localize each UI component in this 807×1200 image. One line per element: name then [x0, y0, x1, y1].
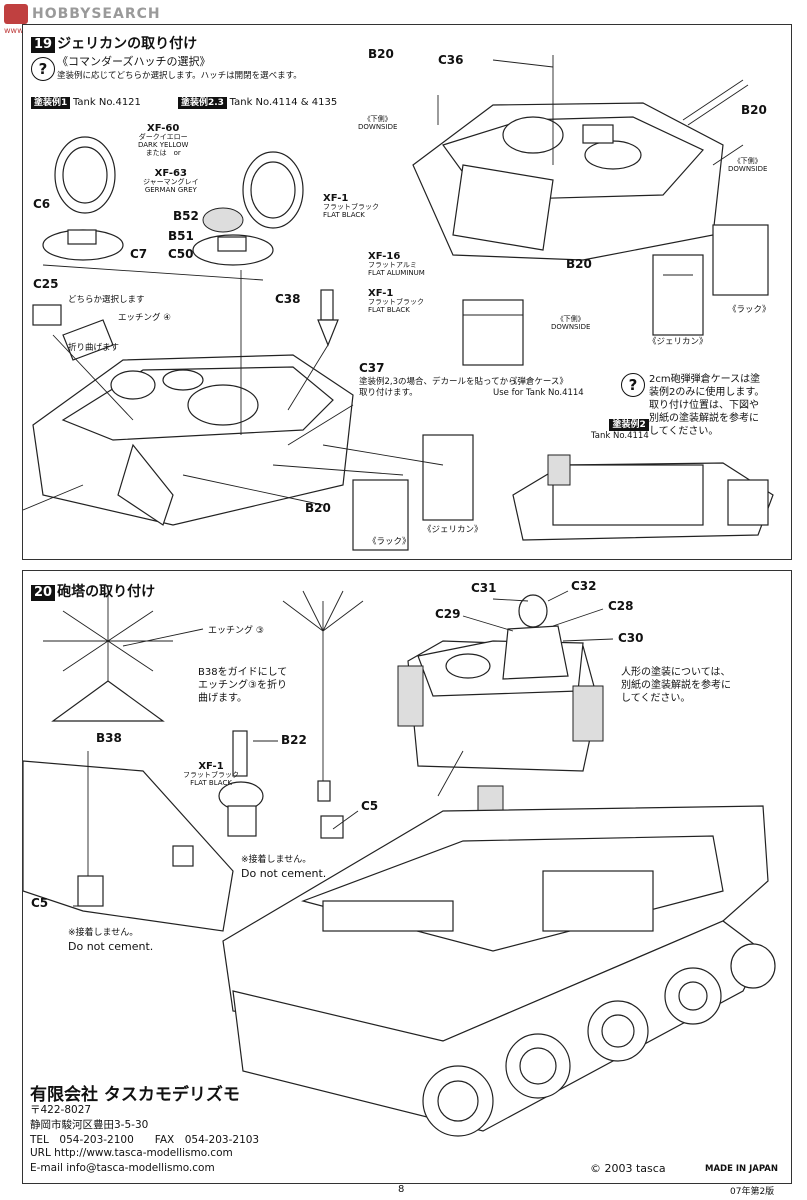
part-c30: C30 [618, 631, 644, 645]
part-b38: B38 [96, 731, 122, 745]
rack-label: 《ラック》 [728, 305, 771, 315]
website-link[interactable]: URL http://www.tasca-modellismo.com [30, 1147, 233, 1159]
step20-number: 20 [31, 585, 56, 601]
c25-choice: どちらか選択します [68, 295, 145, 305]
scheme1: 塗装例1 Tank No.4121 [31, 97, 141, 109]
rack-label-2: 《ラック》 [368, 537, 411, 547]
figure-note: 人形の塗装については、 別紙の塗装解説を参考に してください。 [621, 667, 731, 704]
watermark-text: HOBBYSEARCH [32, 6, 161, 22]
part-c32: C32 [571, 579, 597, 593]
part-b20-a: B20 [368, 47, 394, 61]
part-c6: C6 [33, 197, 51, 211]
part-c25: C25 [33, 277, 59, 291]
company-name: 有限会社 タスカモデリズモ [30, 1085, 240, 1105]
part-c7: C7 [130, 247, 148, 261]
part-c29: C29 [435, 607, 461, 621]
part-c38: C38 [275, 292, 301, 306]
part-c50: C50 [168, 247, 194, 261]
b38-note: B38をガイドにして エッチング③を折り 曲げます。 [198, 667, 288, 704]
paint-xf1a: XF-1 フラットブラック FLAT BLACK [323, 193, 379, 220]
edition: 07年第2版 [730, 1187, 775, 1197]
scheme1-tank: Tank No.4121 [72, 97, 141, 108]
step19-number: 19 [31, 37, 56, 53]
fold-note: 折り曲げます [68, 343, 120, 353]
part-b51: B51 [168, 229, 194, 243]
c37-note: 塗装例2,3の場合、デカールを貼ってから取り付けます。 [359, 377, 517, 398]
paint-xf16: XF-16 フラットアルミ FLAT ALUMINUM [368, 251, 425, 278]
ammo-info: 2cm砲弾弾倉ケースは塗 装例2のみに使用します。 取り付け位置は、下図や 別紙… [649, 374, 765, 437]
part-b20-b: B20 [741, 103, 767, 117]
downside-b: 《下側》DOWNSIDE [728, 157, 768, 173]
part-c36: C36 [438, 53, 464, 67]
scheme23-tank: Tank No.4114 & 4135 [229, 97, 338, 108]
step20-title: 砲塔の取り付け [57, 584, 156, 600]
part-c5-b: C5 [31, 896, 49, 910]
ammo-case: 《弾倉ケース》 Use for Tank No.4114 [493, 377, 584, 398]
tel-fax: TEL 054-203-2100 FAX 054-203-2103 [30, 1134, 260, 1146]
paint-xf1b: XF-1 フラットブラック FLAT BLACK [368, 288, 424, 315]
watermark-logo-icon [4, 4, 28, 24]
no-cement-1: ※接着しません。 Do not cement. [241, 855, 327, 880]
part-b52: B52 [173, 209, 199, 223]
question-icon: ? [31, 57, 55, 81]
choice-heading: 《コマンダーズハッチの選択》 [57, 55, 211, 68]
paint-xf1: XF-1 フラットブラック FLAT BLACK [183, 761, 239, 788]
part-c28: C28 [608, 599, 634, 613]
part-c37: C37 [359, 361, 385, 375]
part-b22: B22 [281, 733, 307, 747]
downside-a: 《下側》DOWNSIDE [358, 115, 398, 131]
step19-title: ジェリカンの取り付け [57, 36, 198, 52]
made-in-japan: MADE IN JAPAN [705, 1164, 778, 1174]
jerrycan-label: 《ジェリカン》 [648, 337, 708, 347]
scheme23-badge: 塗装例2.3 [178, 97, 227, 109]
page-number: 8 [398, 1184, 405, 1195]
copyright: © 2003 tasca [590, 1162, 666, 1175]
step20-drawing [23, 590, 776, 1137]
part-c31: C31 [471, 581, 497, 595]
downside-c: 《下側》DOWNSIDE [551, 315, 591, 331]
choice-note: 塗装例に応じてどちらか選択します。ハッチは開閉を選べます。 [57, 71, 302, 81]
part-c5-a: C5 [361, 799, 379, 813]
jerrycan-label-2: 《ジェリカン》 [423, 525, 483, 535]
no-cement-2: ※接着しません。 Do not cement. [68, 928, 154, 953]
part-b20-d: B20 [305, 501, 331, 515]
etching4: エッチング ④ [118, 313, 171, 323]
scheme2: 塗装例2 Tank No.4114 [591, 419, 649, 441]
postal-code: 〒422-8027 [30, 1104, 92, 1116]
email-link[interactable]: E-mail info@tasca-modellismo.com [30, 1162, 215, 1174]
address: 静岡市駿河区豊田3-5-30 [30, 1119, 149, 1131]
paint-xf63: XF-63 ジャーマングレイ GERMAN GREY [143, 168, 199, 195]
step19-drawing [23, 55, 774, 551]
scheme23: 塗装例2.3 Tank No.4114 & 4135 [178, 97, 337, 109]
etching3: エッチング ③ [208, 626, 264, 636]
question-icon-2: ? [621, 373, 645, 397]
part-b20-c: B20 [566, 257, 592, 271]
scheme1-badge: 塗装例1 [31, 97, 71, 109]
paint-xf60: XF-60 ダークイエロー DARK YELLOW または or [138, 123, 189, 158]
